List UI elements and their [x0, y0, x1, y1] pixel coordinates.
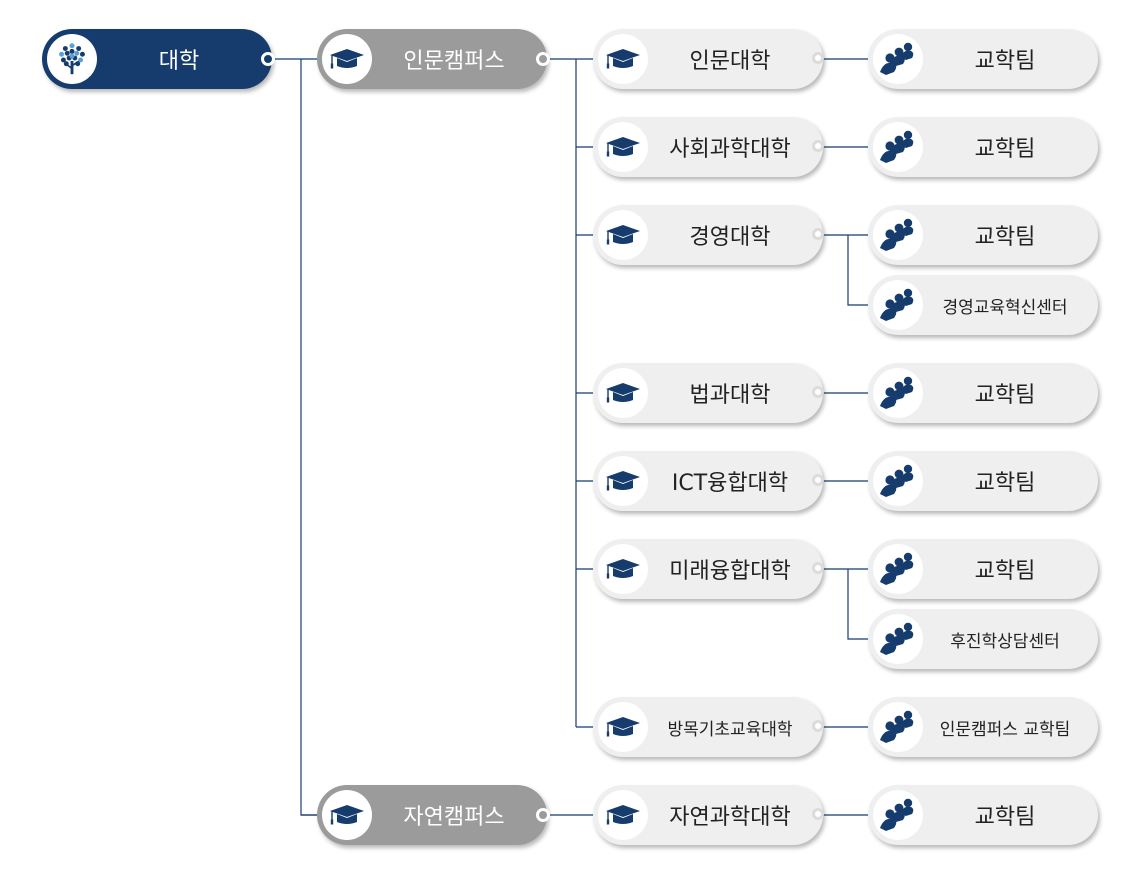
people-group-icon [873, 544, 923, 594]
team-node-0-4-0-label: 교학팀 [974, 471, 1036, 496]
team-node-0-2-1[interactable]: 경영교육혁신센터 [868, 275, 1098, 335]
campus-node-0-label: 인문캠퍼스 [403, 49, 505, 74]
team-node-0-0-0[interactable]: 교학팀 [868, 29, 1098, 89]
college-node-0-1-label: 사회과학대학 [669, 137, 791, 162]
team-node-0-1-0[interactable]: 교학팀 [868, 117, 1098, 177]
college-node-0-2[interactable]: 경영대학 [593, 205, 823, 265]
team-node-0-2-1-label: 경영교육혁신센터 [942, 297, 1068, 318]
college-node-0-2-label: 경영대학 [689, 225, 771, 250]
graduation-cap-icon [598, 122, 648, 172]
team-node-0-5-1[interactable]: 후진학상담센터 [868, 609, 1098, 669]
team-node-1-0-0[interactable]: 교학팀 [868, 785, 1098, 845]
people-group-icon [873, 280, 923, 330]
college-node-0-6-label: 방목기초교육대학 [667, 719, 793, 740]
team-node-1-0-0-label: 교학팀 [974, 805, 1036, 830]
team-node-0-6-0-label: 인문캠퍼스 교학팀 [939, 719, 1071, 740]
college-connector-dot [812, 808, 824, 820]
team-node-0-5-0[interactable]: 교학팀 [868, 539, 1098, 599]
campus-connector-dot [536, 52, 550, 66]
college-node-0-5-label: 미래융합대학 [669, 559, 791, 584]
tree-icon [47, 34, 97, 84]
team-node-0-3-0[interactable]: 교학팀 [868, 363, 1098, 423]
people-group-icon [873, 210, 923, 260]
college-node-0-4-label: ICT융합대학 [671, 471, 789, 496]
graduation-cap-icon [598, 456, 648, 506]
college-connector-dot [812, 228, 824, 240]
root-connector-dot [261, 52, 275, 66]
college-node-0-0[interactable]: 인문대학 [593, 29, 823, 89]
college-node-0-4[interactable]: ICT융합대학 [593, 451, 823, 511]
college-node-1-0-label: 자연과학대학 [669, 805, 791, 830]
team-node-0-5-1-label: 후진학상담센터 [950, 631, 1060, 652]
team-node-0-3-0-label: 교학팀 [974, 383, 1036, 408]
graduation-cap-icon [598, 210, 648, 260]
college-connector-dot [812, 474, 824, 486]
graduation-cap-icon [598, 790, 648, 840]
campus-node-1[interactable]: 자연캠퍼스 [317, 785, 547, 845]
college-connector-dot [812, 386, 824, 398]
team-node-0-0-0-label: 교학팀 [974, 49, 1036, 74]
people-group-icon [873, 34, 923, 84]
connector-line [847, 569, 870, 640]
graduation-cap-icon [598, 34, 648, 84]
college-connector-dot [812, 140, 824, 152]
college-connector-dot [812, 720, 824, 732]
graduation-cap-icon [322, 790, 372, 840]
graduation-cap-icon [598, 702, 648, 752]
graduation-cap-icon [598, 544, 648, 594]
team-node-0-5-0-label: 교학팀 [974, 559, 1036, 584]
team-node-0-2-0-label: 교학팀 [974, 225, 1036, 250]
college-node-0-3-label: 법과대학 [689, 383, 771, 408]
college-node-0-3[interactable]: 법과대학 [593, 363, 823, 423]
people-group-icon [873, 702, 923, 752]
connector-line [847, 235, 870, 306]
college-node-1-0[interactable]: 자연과학대학 [593, 785, 823, 845]
people-group-icon [873, 122, 923, 172]
college-connector-dot [812, 52, 824, 64]
team-node-0-4-0[interactable]: 교학팀 [868, 451, 1098, 511]
root-node-university-label: 대학 [158, 49, 200, 74]
college-node-0-0-label: 인문대학 [689, 49, 771, 74]
college-node-0-5[interactable]: 미래융합대학 [593, 539, 823, 599]
people-group-icon [873, 614, 923, 664]
campus-node-1-label: 자연캠퍼스 [403, 805, 505, 830]
graduation-cap-icon [598, 368, 648, 418]
campus-connector-dot [536, 808, 550, 822]
people-group-icon [873, 790, 923, 840]
graduation-cap-icon [322, 34, 372, 84]
root-node-university[interactable]: 대학 [42, 29, 272, 89]
team-node-0-2-0[interactable]: 교학팀 [868, 205, 1098, 265]
campus-node-0[interactable]: 인문캠퍼스 [317, 29, 547, 89]
team-node-0-6-0[interactable]: 인문캠퍼스 교학팀 [868, 697, 1098, 757]
college-connector-dot [812, 562, 824, 574]
college-node-0-1[interactable]: 사회과학대학 [593, 117, 823, 177]
people-group-icon [873, 456, 923, 506]
people-group-icon [873, 368, 923, 418]
college-node-0-6[interactable]: 방목기초교육대학 [593, 697, 823, 757]
team-node-0-1-0-label: 교학팀 [974, 137, 1036, 162]
